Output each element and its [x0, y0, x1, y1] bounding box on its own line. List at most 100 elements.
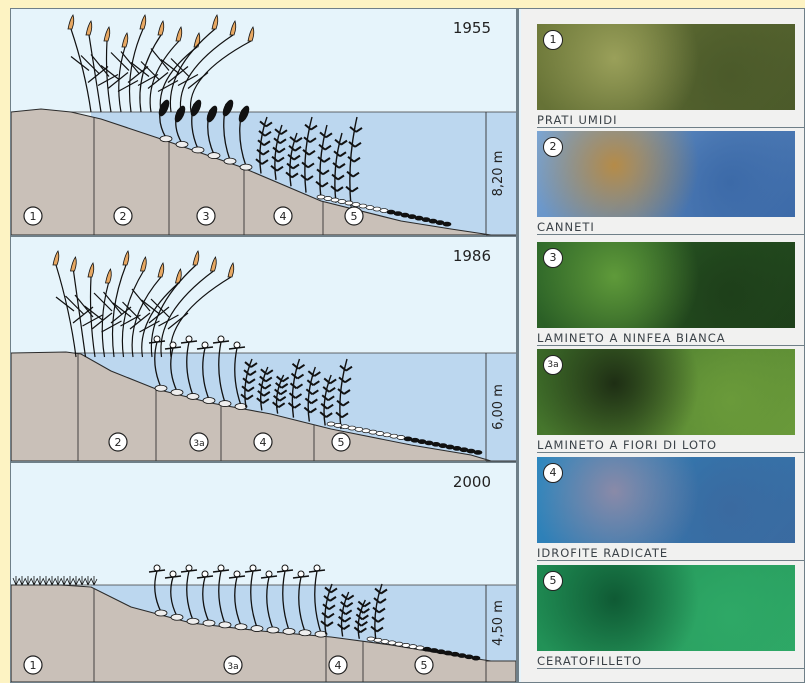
- legend-caption-underline: [537, 560, 804, 561]
- zone-badge-number: 1: [30, 659, 37, 672]
- legend-badge: 3a: [543, 355, 563, 375]
- root-rhizome: [176, 141, 188, 147]
- lotus-leaf: [181, 341, 197, 343]
- reed-leaf: [101, 66, 119, 80]
- zone-badge: 2: [109, 433, 127, 451]
- grass-tuft: [85, 576, 91, 585]
- legend-caption-underline: [537, 668, 804, 669]
- grass-tuft: [37, 576, 43, 585]
- reed-flower: [68, 15, 74, 29]
- reed-flower: [176, 27, 182, 41]
- legend-photo-2: [537, 131, 795, 217]
- lotus-leaf: [309, 570, 325, 572]
- root-rhizome: [219, 622, 231, 628]
- grass-tuft: [49, 576, 55, 585]
- ceratophyllum-clump: [443, 222, 451, 226]
- zone-badge-number: 4: [280, 210, 287, 223]
- reed-flower: [104, 27, 110, 41]
- reed-flower: [106, 269, 112, 283]
- root-rhizome: [187, 393, 199, 399]
- legend-caption: IDROFITE RADICATE: [537, 546, 668, 560]
- zone-badge-number: 1: [30, 210, 37, 223]
- zone-badge-number: 4: [260, 436, 267, 449]
- root-rhizome: [203, 397, 215, 403]
- legend-caption: CANNETI: [537, 220, 595, 234]
- reed-flower: [86, 21, 92, 35]
- zone-badge-number: 2: [115, 436, 122, 449]
- zone-badge: 4: [329, 656, 347, 674]
- grass-tuft: [13, 576, 19, 585]
- lotus-leaf: [149, 570, 165, 572]
- zone-badge: 3a: [224, 656, 242, 674]
- depth-label: 6,00 m: [491, 384, 506, 430]
- root-rhizome: [203, 620, 215, 626]
- reed-flower: [53, 251, 59, 265]
- lotus-leaf: [181, 570, 197, 572]
- reed-flower: [140, 15, 146, 29]
- ceratophyllum-clump: [474, 450, 482, 454]
- ceratophyllum-clump: [472, 656, 480, 660]
- grass-tuft: [79, 576, 85, 585]
- reed-leaf: [85, 306, 103, 320]
- grass-tuft: [31, 576, 37, 585]
- root-rhizome: [283, 628, 295, 634]
- panel-1955: 8,20 m195512345: [11, 15, 516, 237]
- legend-badge: 4: [543, 463, 563, 483]
- reed-flower: [88, 263, 94, 277]
- zone-badge-number: 2: [120, 210, 127, 223]
- grass-tuft: [55, 576, 61, 585]
- reed-flower: [230, 21, 236, 35]
- root-rhizome: [155, 610, 167, 616]
- reed-leaf: [81, 56, 99, 74]
- lotus-leaf: [293, 576, 309, 578]
- root-rhizome: [219, 401, 231, 407]
- legend-badge: 3: [543, 248, 563, 268]
- reed-flower: [248, 27, 254, 41]
- legend-caption: PRATI UMIDI: [537, 113, 617, 127]
- zone-badge-number: 3: [203, 210, 210, 223]
- lotus-leaf: [229, 576, 245, 578]
- reed-flower: [122, 33, 128, 47]
- zone-badge-number: 5: [421, 659, 428, 672]
- root-rhizome: [267, 627, 279, 633]
- reed-stem: [122, 271, 143, 357]
- zone-badge: 5: [415, 656, 433, 674]
- reed-leaf: [168, 67, 188, 83]
- lotus-leaf: [165, 576, 181, 578]
- reed-stem: [171, 277, 232, 357]
- zone-badge-number: 5: [338, 436, 345, 449]
- reed-flower: [158, 263, 164, 277]
- root-rhizome: [299, 630, 311, 636]
- legend-caption-underline: [537, 234, 804, 235]
- legend-column: 1PRATI UMIDI2CANNETI3LAMINETO A NINFEA B…: [521, 9, 804, 682]
- zone-badge-number: 5: [351, 210, 358, 223]
- legend-photo-1: [537, 24, 795, 110]
- lotus-leaf: [197, 347, 213, 349]
- reed-flower: [228, 263, 234, 277]
- reed-stem: [71, 29, 91, 112]
- reed-flower: [158, 21, 164, 35]
- grass-tuft: [25, 576, 31, 585]
- reed-leaf: [104, 292, 122, 314]
- reed-flower: [123, 251, 129, 265]
- reed-flower: [194, 33, 200, 47]
- legend-photo-3: [537, 242, 795, 328]
- lotus-leaf: [229, 347, 245, 349]
- grass-tuft: [73, 576, 79, 585]
- lake-section-diagram: 8,20 m1955123456,00 m198623a454,50 m2000…: [11, 9, 516, 682]
- zone-badge: 5: [332, 433, 350, 451]
- zone-badge: 4: [254, 433, 272, 451]
- legend-photo-3a: [537, 349, 795, 435]
- lotus-leaf: [213, 570, 229, 572]
- root-rhizome: [251, 626, 263, 632]
- panel-separator: [11, 461, 516, 463]
- legend-badge: 2: [543, 137, 563, 157]
- zone-badge: 2: [114, 207, 132, 225]
- legend-caption: CERATOFILLETO: [537, 654, 642, 668]
- zone-badge-number: 3a: [193, 439, 204, 449]
- year-label: 1986: [453, 247, 491, 265]
- legend-photo-5: [537, 565, 795, 651]
- zone-badge: 1: [24, 207, 42, 225]
- grass-tuft: [19, 576, 25, 585]
- zone-badge: 3a: [190, 433, 208, 451]
